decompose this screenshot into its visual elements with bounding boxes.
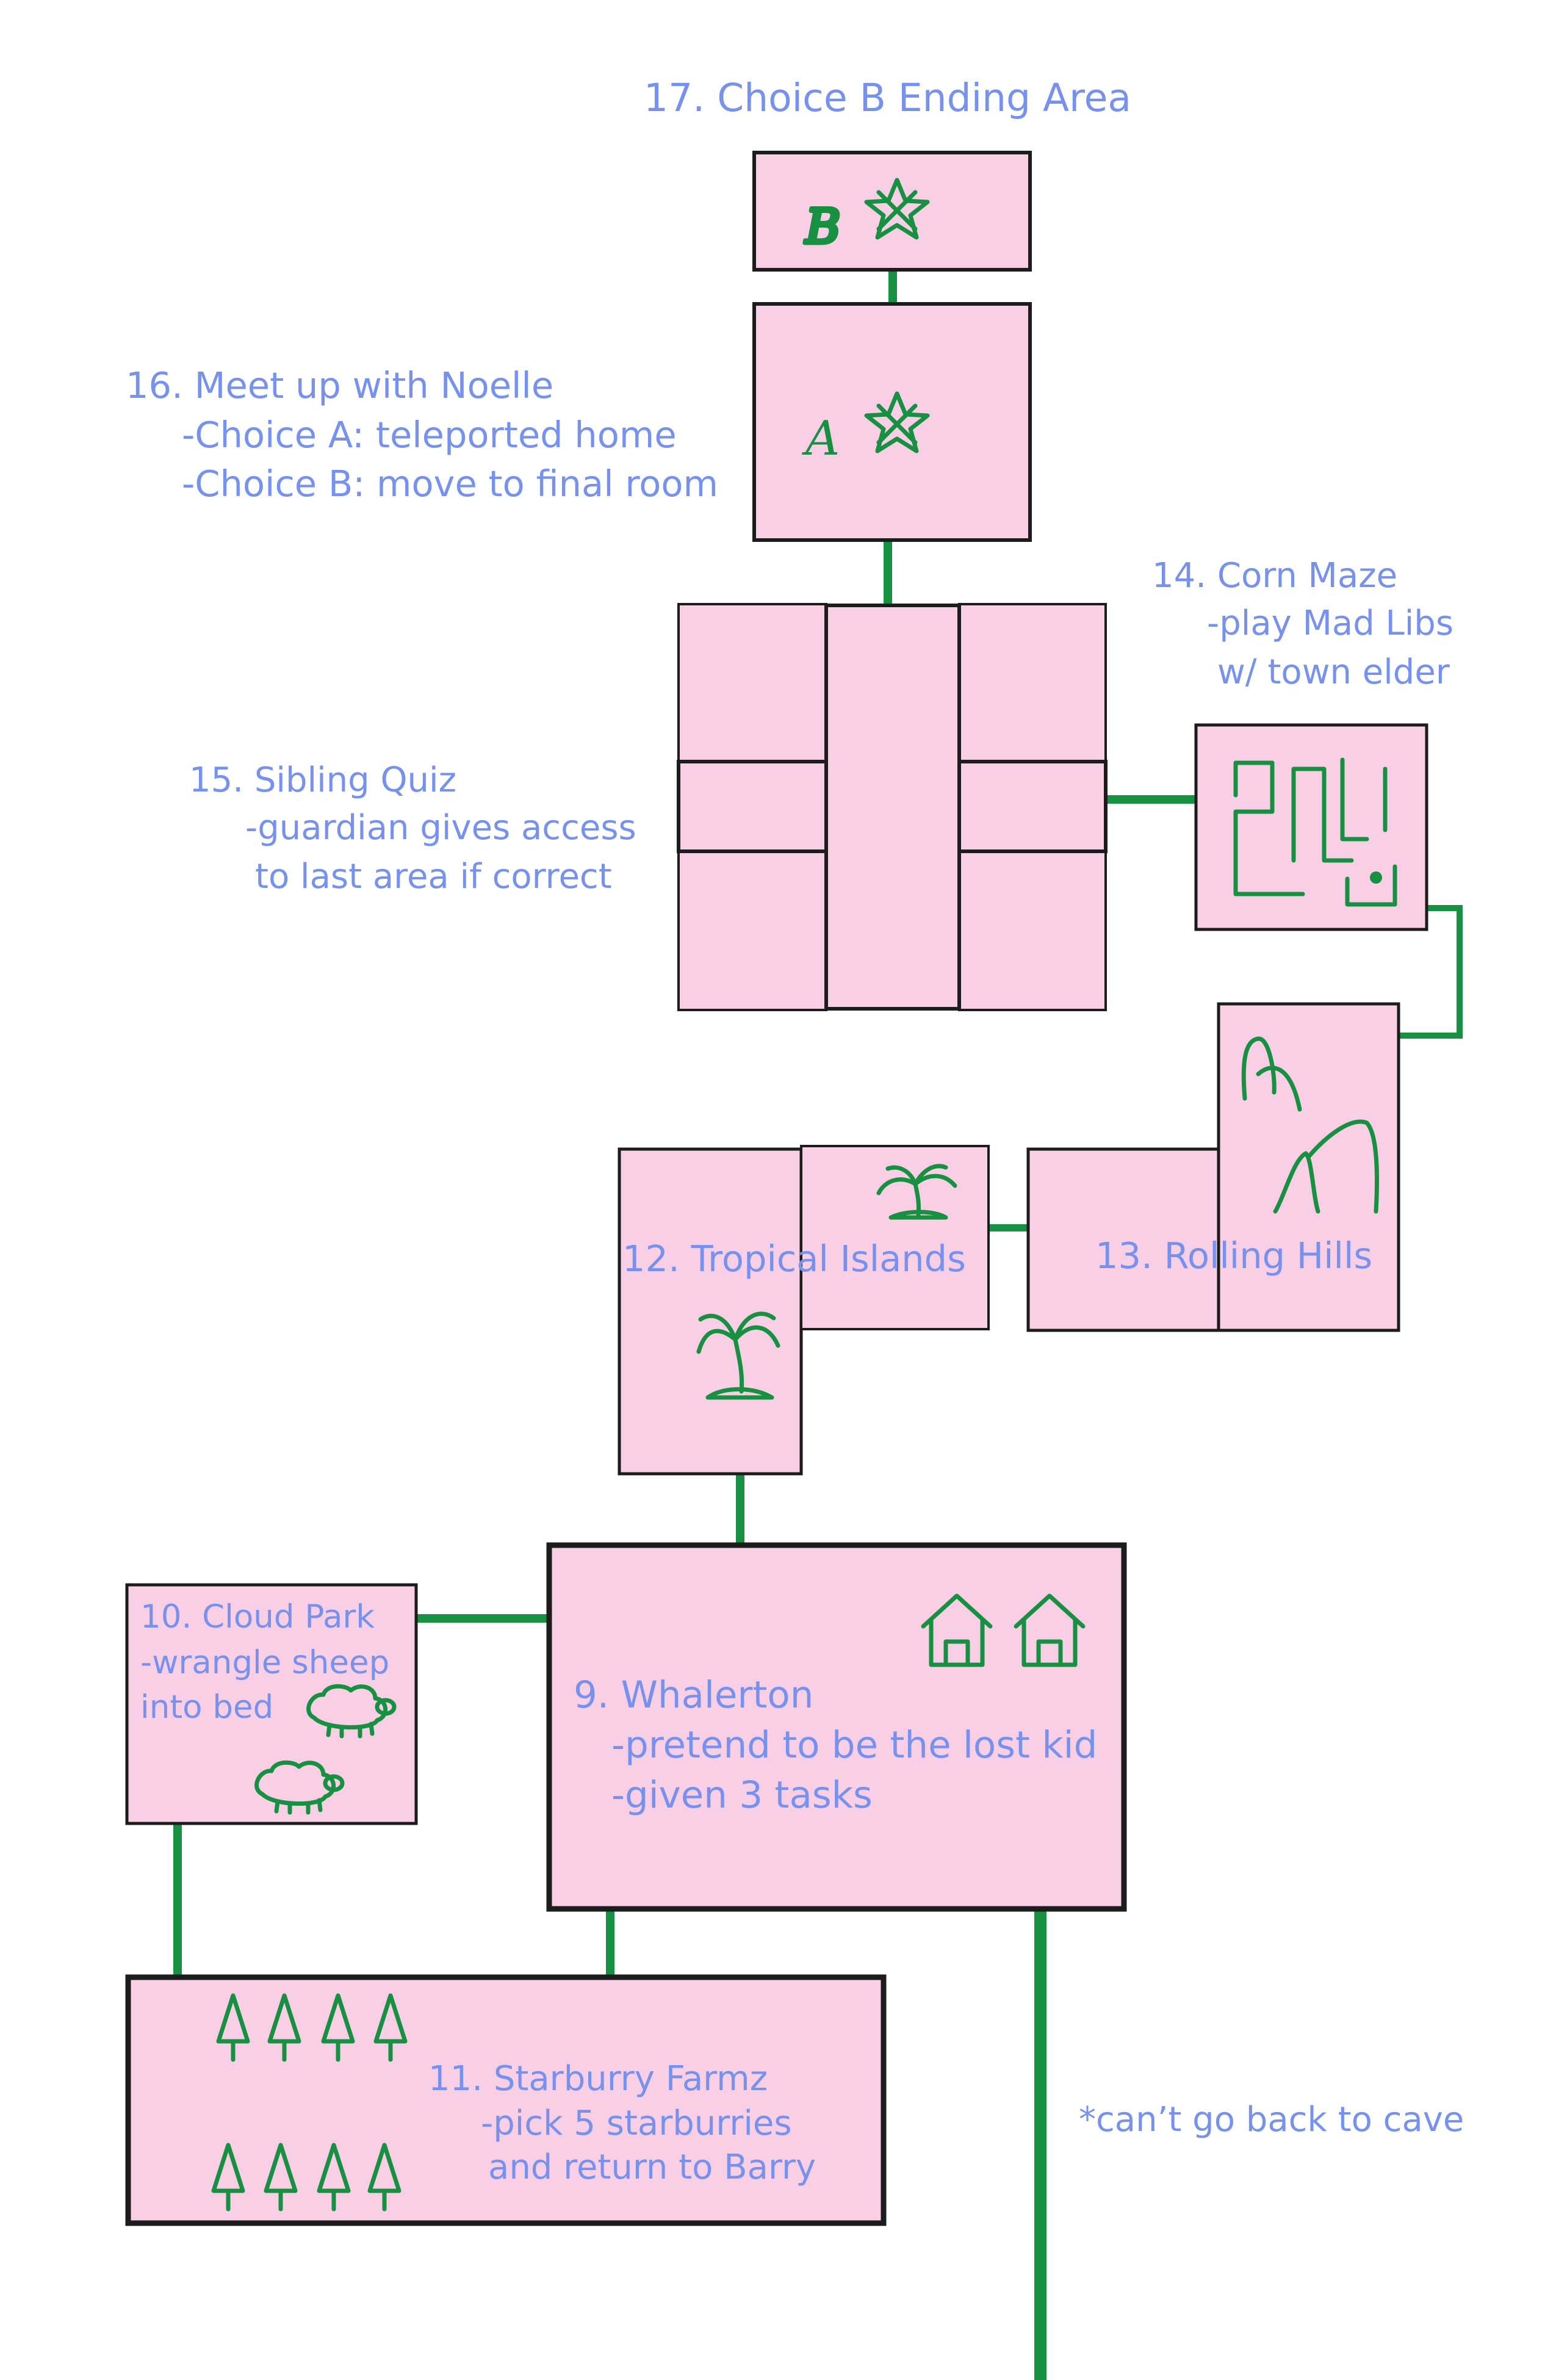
house-icon bbox=[1014, 1593, 1086, 1667]
room-11 bbox=[125, 1974, 887, 2226]
room-13 bbox=[1026, 1002, 1400, 1332]
star-icon bbox=[864, 391, 930, 453]
room-16-title: 16. Meet up with Noelle bbox=[126, 364, 553, 406]
room-13-box-left bbox=[1026, 1147, 1220, 1332]
pine-tree-icon bbox=[317, 2143, 351, 2212]
sheep-icon bbox=[306, 1684, 397, 1739]
room-15-cell-nw bbox=[677, 603, 827, 763]
path-14-13 bbox=[1396, 905, 1463, 1039]
room-16-note-2: -Choice B: move to final room bbox=[182, 463, 718, 505]
room-15-note-2: to last area if correct bbox=[255, 857, 612, 896]
room-16-note-1: -Choice A: teleported home bbox=[182, 414, 677, 456]
room-10 bbox=[125, 1583, 418, 1825]
room-9 bbox=[546, 1542, 1127, 1912]
pine-tree-icon bbox=[373, 1993, 408, 2062]
palm-tree-icon bbox=[696, 1311, 780, 1400]
room-13-title: 13. Rolling Hills bbox=[1095, 1235, 1372, 1277]
pine-tree-icon bbox=[367, 2143, 402, 2212]
room-11-title: 11. Starburry Farmz bbox=[428, 2059, 768, 2099]
house-icon bbox=[921, 1593, 993, 1667]
pine-tree-icon bbox=[216, 1993, 250, 2062]
room-15-cell-sw bbox=[677, 850, 827, 1011]
room-11-note-2: and return to Barry bbox=[488, 2147, 816, 2187]
pine-tree-row-bottom bbox=[211, 2143, 402, 2212]
pine-tree-icon bbox=[267, 1993, 301, 2062]
paths bbox=[173, 265, 1463, 2380]
room-17-box bbox=[752, 151, 1032, 272]
palm-tree-icon bbox=[876, 1164, 957, 1220]
room-14 bbox=[1194, 723, 1428, 931]
pine-tree-icon bbox=[211, 2143, 245, 2212]
room-17: B bbox=[752, 151, 1032, 272]
room-12-box-left bbox=[618, 1147, 803, 1476]
room-14-title: 14. Corn Maze bbox=[1152, 556, 1397, 596]
room-10-title: 10. Cloud Park bbox=[140, 1598, 375, 1635]
room-14-note-2: w/ town elder bbox=[1217, 652, 1450, 692]
room-10-box bbox=[125, 1583, 418, 1825]
room-11-note-1: -pick 5 starburries bbox=[481, 2104, 792, 2143]
pine-tree-icon bbox=[321, 1993, 355, 2062]
marker-letter-a: A bbox=[802, 411, 840, 466]
pine-tree-row-top bbox=[216, 1993, 408, 2062]
room-9-note-2: -given 3 tasks bbox=[611, 1773, 873, 1817]
room-15 bbox=[677, 603, 1108, 1011]
room-16: A bbox=[752, 302, 1032, 542]
room-15-cell-ne bbox=[958, 603, 1107, 763]
room-15-note-1: -guardian gives access bbox=[245, 808, 636, 848]
hill-icon bbox=[1241, 1036, 1302, 1112]
hill-icon bbox=[1273, 1119, 1379, 1214]
room-9-box bbox=[546, 1542, 1127, 1912]
room-12 bbox=[618, 1145, 990, 1476]
room-15-title: 15. Sibling Quiz bbox=[189, 760, 456, 800]
room-12-title: 12. Tropical Islands bbox=[622, 1238, 966, 1280]
room-9-note-1: -pretend to be the lost kid bbox=[611, 1723, 1097, 1767]
room-14-box bbox=[1194, 723, 1428, 931]
maze-icon bbox=[1233, 757, 1397, 907]
room-14-note-1: -play Mad Libs bbox=[1207, 604, 1453, 643]
room-11-box bbox=[125, 1974, 887, 2226]
room-12-box-right bbox=[800, 1145, 990, 1330]
room-10-note-1: -wrangle sheep bbox=[140, 1644, 389, 1681]
labels: 17. Choice B Ending Area 16. Meet up wit… bbox=[126, 76, 1464, 2187]
star-icon bbox=[864, 178, 930, 240]
room-9-title: 9. Whalerton bbox=[574, 1673, 813, 1717]
sheep-icon bbox=[254, 1760, 345, 1815]
room-15-cross-center bbox=[828, 763, 957, 849]
room-10-note-2: into bed bbox=[140, 1689, 273, 1726]
room-17-title: 17. Choice B Ending Area bbox=[644, 76, 1131, 120]
cave-note: *can’t go back to cave bbox=[1079, 2100, 1464, 2140]
room-15-cell-se bbox=[958, 850, 1107, 1011]
pine-tree-icon bbox=[264, 2143, 298, 2212]
marker-letter-b: B bbox=[804, 200, 840, 254]
